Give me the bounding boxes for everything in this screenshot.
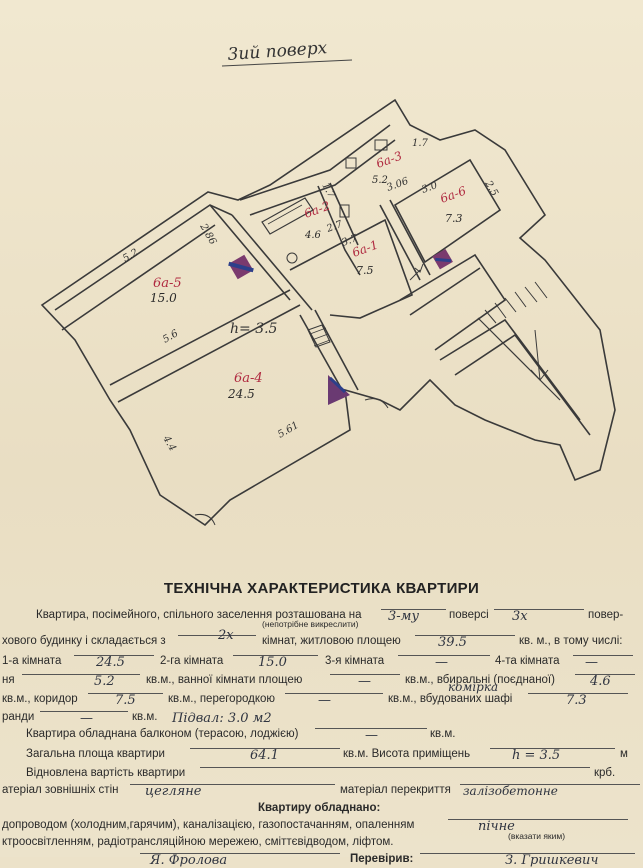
stove-icon-2: [328, 375, 350, 405]
svg-text:6а-4: 6а-4: [234, 371, 263, 386]
form-line-7: Квартира обладнана балконом (терасою, ло…: [26, 728, 456, 743]
stove-icon-3: [432, 248, 453, 270]
room-label-4: 6а-4 24.5: [227, 371, 263, 401]
dim-label: 2.7: [324, 219, 344, 235]
form-line-3: 1-а кімната 24.5 2-га кімната 15.0 3-я к…: [0, 652, 643, 670]
rooms-count-value: 2х: [218, 628, 234, 643]
floor-value: 3-му: [388, 609, 419, 624]
height-label: h= 3.5: [230, 321, 278, 337]
floor-heading: 3ий поверх: [227, 38, 328, 65]
total-area-value: 64.1: [250, 748, 279, 763]
floors-total-value: 3х: [512, 609, 528, 624]
partition-value: —: [318, 693, 331, 708]
form-line-13: ктроосвітленням, радіотрансляційною мере…: [2, 836, 394, 848]
dim-label: 1.7: [412, 138, 429, 149]
form-line-10: атеріал зовнішніх стін цегляне матеріал …: [0, 781, 643, 799]
form-title: ТЕХНІЧНА ХАРАКТЕРИСТИКА КВАРТИРИ: [163, 580, 480, 597]
stove-icon-1: [228, 254, 254, 280]
form-line-2: хового будинку і складається з 2х кімнат…: [2, 628, 623, 650]
room-label-6: 6а-6 7.3: [438, 183, 468, 225]
closet-note: комірка: [448, 680, 499, 694]
svg-text:6а-2: 6а-2: [302, 199, 332, 221]
dim-label: 1.7: [319, 181, 337, 201]
floor-heading-underline: [221, 59, 353, 67]
svg-text:7.5: 7.5: [356, 264, 374, 277]
form-line-11: Квартиру обладнано:: [258, 802, 381, 814]
room-label-5: 6а-5 15.0: [150, 276, 182, 305]
tech-characteristics-form: ТЕХНІЧНА ХАРАКТЕРИСТИКА КВАРТИРИ Квартир…: [0, 580, 643, 868]
dim-label: 3.7: [340, 233, 359, 249]
form-note-12: (вказати яким): [508, 831, 566, 841]
svg-text:7.3: 7.3: [445, 212, 463, 225]
form-line-5: кв.м., коридор 7.5 кв.м., перегородкою —…: [0, 680, 643, 708]
svg-text:4.6: 4.6: [304, 230, 322, 241]
room4-value: —: [585, 655, 598, 670]
svg-text:6а-5: 6а-5: [153, 276, 182, 291]
corridor-value: 7.5: [115, 693, 136, 708]
balcony-value: —: [365, 728, 378, 743]
form-line-12: допроводом (холодним,гарячим), каналізац…: [0, 816, 643, 834]
form-line-9: Відновлена вартість квартири крб.: [26, 767, 616, 779]
dim-label: 5.6: [161, 328, 181, 346]
svg-text:15.0: 15.0: [150, 291, 177, 305]
signature-2: З. Гришкевич: [505, 853, 599, 868]
living-area-value: 39.5: [438, 635, 467, 650]
room-label-2: 6а-2 4.6: [302, 199, 332, 241]
dim-label: 2.86: [197, 221, 218, 247]
room1-value: 24.5: [96, 655, 125, 670]
form-line-6: ранди — кв.м. Підвал: 3.0 м2: [2, 711, 272, 726]
room3-value: —: [435, 655, 448, 670]
heating-value: пічне: [478, 819, 515, 834]
walls-material-value: цегляне: [145, 784, 202, 799]
floor-plan: 3ий поверх: [40, 38, 616, 527]
dimension-labels: 5.2 2.86 5.6 4.4 5.61 1.7 3.06 1.7 2.7 3…: [121, 138, 500, 453]
ceiling-material-value: залізобетонне: [463, 784, 558, 798]
form-line-4: ня 5.2 кв.м., ванної кімнати площею — кв…: [0, 671, 643, 689]
form-note-1: (непотрібне викреслити): [262, 619, 359, 629]
svg-text:5.2: 5.2: [372, 175, 388, 186]
basement-note: Підвал: 3.0 м2: [172, 711, 272, 726]
dim-label: 3.06: [385, 176, 410, 194]
dim-label: 5.61: [276, 420, 301, 441]
plan-walls: [40, 98, 616, 527]
svg-text:6а-6: 6а-6: [438, 183, 468, 205]
wc-value: 4.6: [590, 674, 611, 689]
closet-value: 7.3: [566, 693, 587, 708]
room2-value: 15.0: [258, 655, 287, 670]
form-line-14: Я. Фролова Перевірив: З. Гришкевич: [0, 850, 643, 868]
form-line-1: Квартира, посімейного, спільного заселен…: [36, 609, 624, 624]
bath-value: —: [358, 674, 371, 689]
dim-label: 2.5: [482, 178, 500, 198]
signature-1: Я. Фролова: [150, 853, 228, 868]
dim-label: 4.4: [160, 433, 178, 453]
dim-label: 3.0: [420, 180, 439, 196]
ceiling-height-value: h = 3.5: [512, 748, 561, 763]
form-line-8: Загальна площа квартири 64.1 кв.м. Висот…: [26, 748, 628, 763]
kitchen-value: 5.2: [94, 674, 115, 689]
svg-text:24.5: 24.5: [227, 387, 255, 401]
